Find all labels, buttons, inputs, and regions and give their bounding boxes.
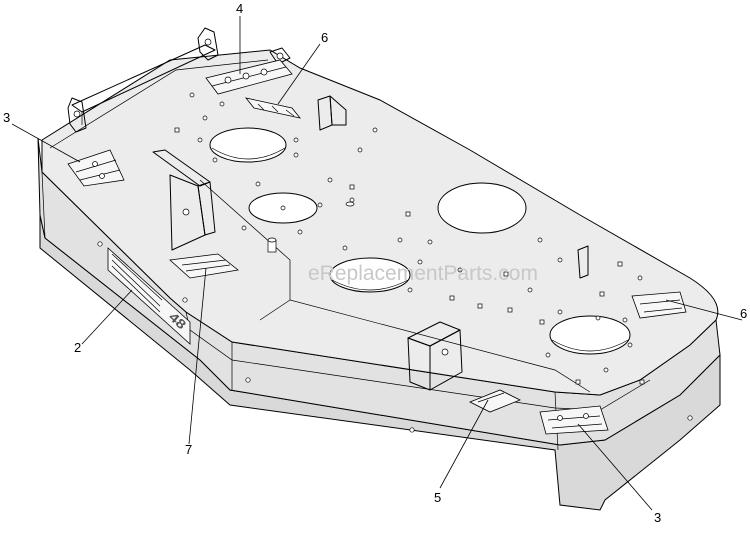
callout-3-bottom: 3 bbox=[654, 510, 661, 525]
rear-rail bbox=[71, 44, 216, 113]
callout-leaders bbox=[11, 16, 743, 511]
spindle-hole-right-front bbox=[549, 315, 631, 355]
decal-3-rear-left bbox=[67, 149, 125, 187]
deck-body bbox=[37, 44, 721, 511]
decal-3-front-right bbox=[539, 405, 609, 435]
rear-brackets bbox=[67, 27, 589, 279]
spindle-hole-mid bbox=[329, 257, 411, 293]
callout-7: 7 bbox=[185, 442, 192, 457]
callout-3-left: 3 bbox=[3, 110, 10, 125]
spindle-hole-left-rear bbox=[209, 127, 287, 163]
spindle-openings bbox=[209, 127, 631, 355]
decal-7 bbox=[169, 253, 239, 279]
decals: 48 bbox=[67, 59, 687, 435]
deck-top-plate bbox=[41, 49, 719, 396]
decal-2-model-plate: 48 bbox=[107, 247, 191, 345]
callout-4: 4 bbox=[236, 1, 243, 16]
watermark: eReplacementParts.com bbox=[308, 262, 538, 285]
callout-6-top: 6 bbox=[321, 30, 328, 45]
upright-brackets bbox=[152, 149, 463, 391]
decal-6-rear bbox=[244, 97, 302, 119]
callout-6-right: 6 bbox=[740, 306, 747, 321]
mounting-holes bbox=[97, 92, 693, 433]
callout-labels: 4 6 3 2 7 6 5 3 bbox=[3, 1, 747, 525]
callout-5: 5 bbox=[434, 490, 441, 505]
callout-2: 2 bbox=[74, 340, 81, 355]
spindle-hole-right-rear bbox=[437, 182, 527, 234]
